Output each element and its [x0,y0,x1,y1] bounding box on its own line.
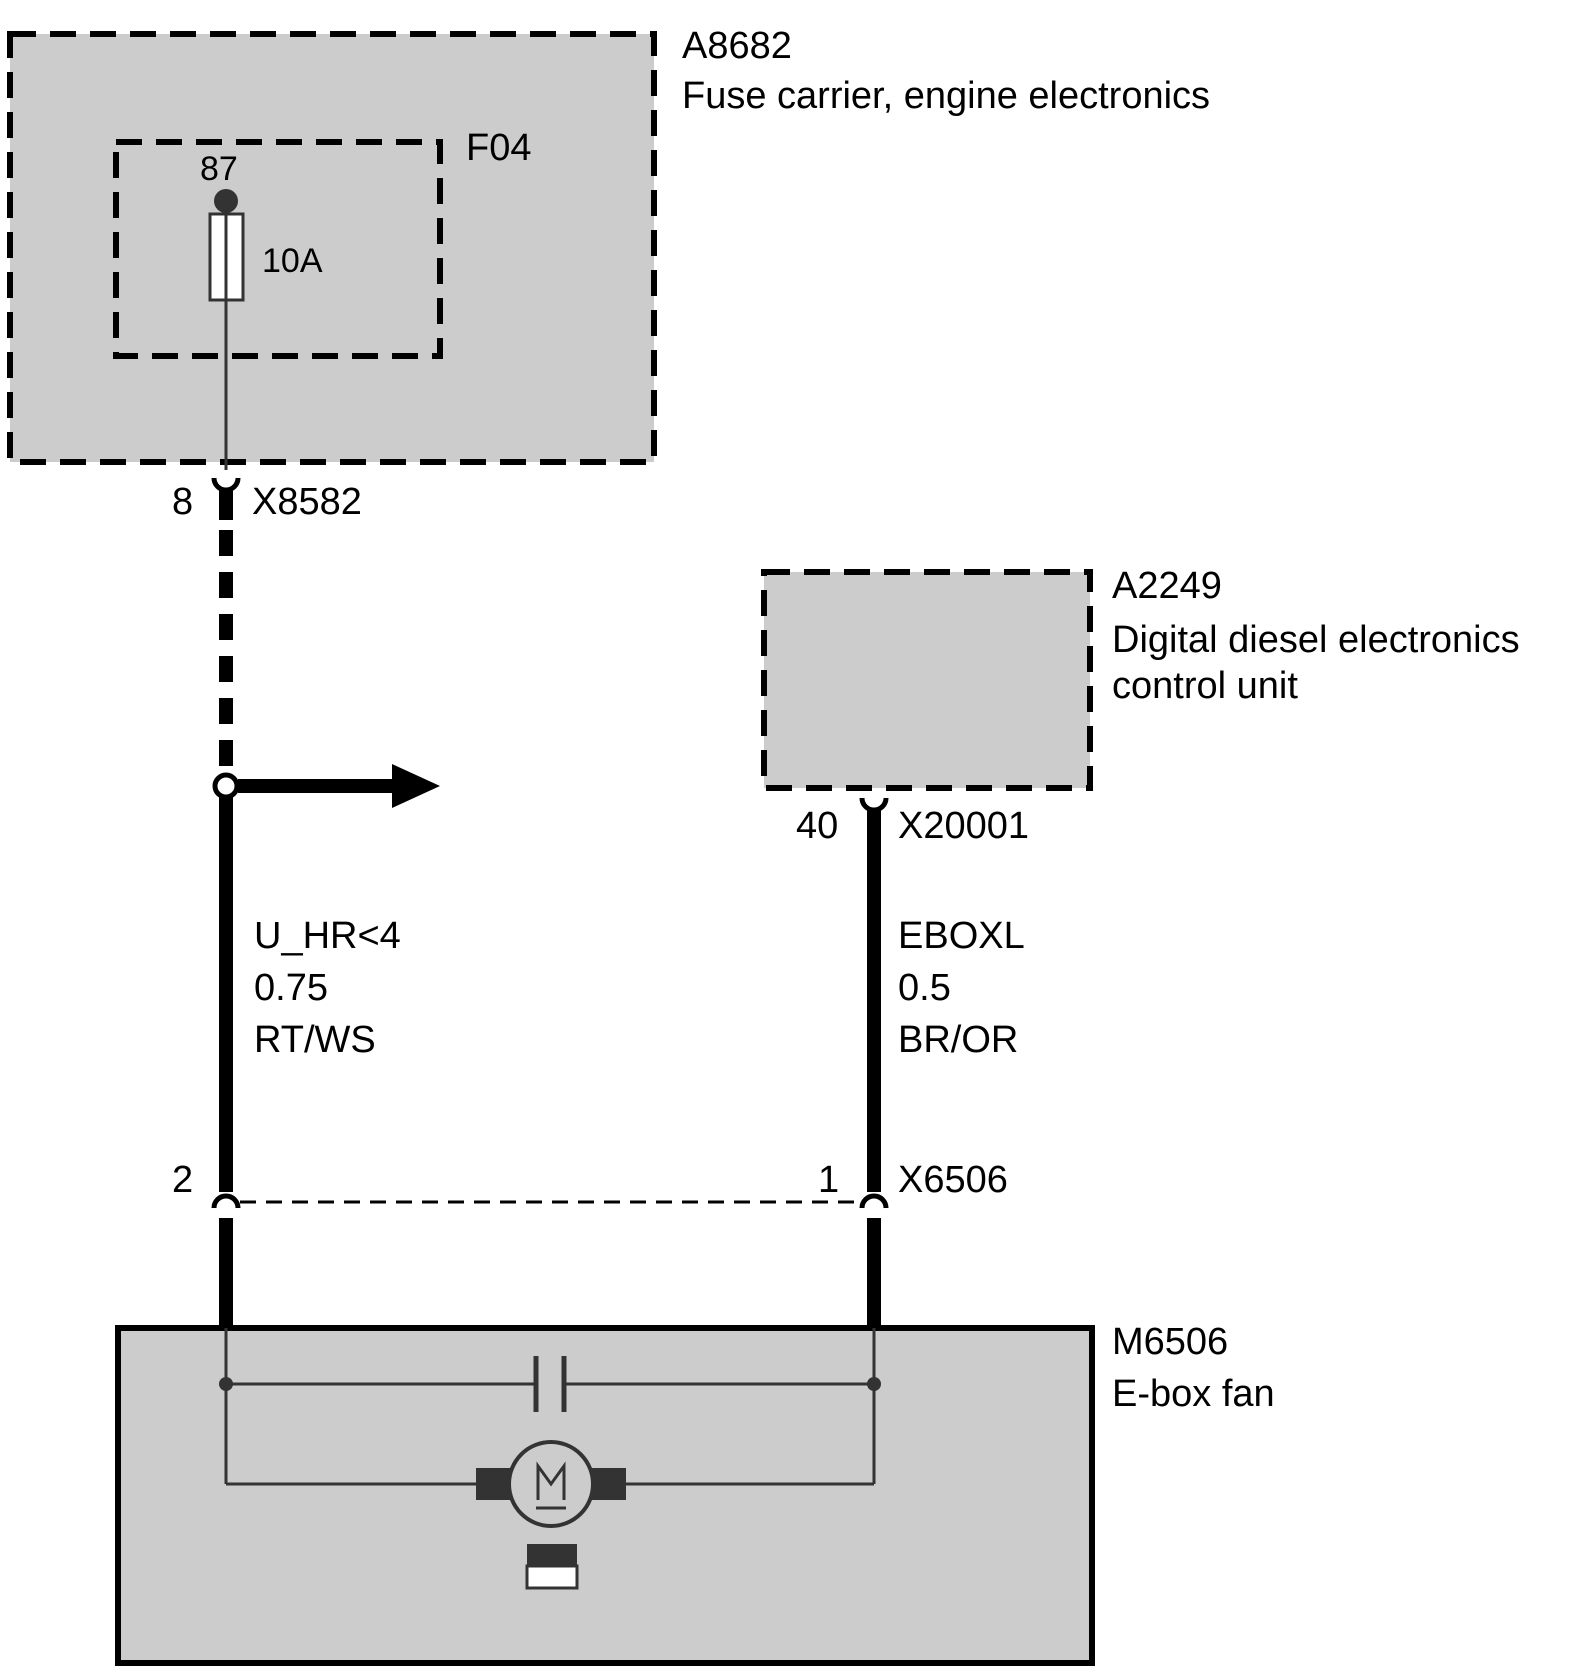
fuse-f04-box [113,139,443,359]
fuse-carrier-component[interactable] [7,31,657,470]
control-unit-name-line2: control unit [1112,665,1298,707]
branch-node-icon [212,772,240,800]
connector-x20001-id: X20001 [898,805,1029,847]
connector-x6506-pin-right: 1 [818,1159,839,1201]
connector-x6506-pin-left: 2 [172,1159,193,1201]
fan-icon-top [527,1544,577,1566]
motor-left-brush [476,1468,510,1500]
fan-icon-bottom [525,1564,579,1590]
fuse-carrier-name: Fuse carrier, engine electronics [682,75,1210,117]
motor-m-symbol [536,1461,566,1500]
connector-x6506-id: X6506 [898,1159,1008,1201]
connector-x6506-left-socket-icon [211,1193,241,1209]
wire-right-size: 0.5 [898,967,951,1009]
fan-id: M6506 [1112,1321,1228,1363]
fuse-id: F04 [466,127,531,169]
motor-right-brush [592,1468,626,1500]
connector-x6506-right-socket-icon [859,1193,889,1209]
fan-name: E-box fan [1112,1373,1275,1415]
fuse-pin-label: 87 [200,150,238,188]
fuse-carrier-id: A8682 [682,25,792,67]
wire-right-signal: EBOXL [898,915,1025,957]
connector-x8582-id: X8582 [252,481,362,523]
wire-left-signal: U_HR<4 [254,915,401,957]
fuse-carrier-box [7,31,657,465]
connector-x8582-pin: 8 [172,481,193,523]
fuse-rating: 10A [262,242,323,280]
control-unit-box[interactable] [761,569,1093,791]
connector-x20001-pin: 40 [796,805,838,847]
connector-x8582[interactable] [211,477,241,520]
connector-x6506[interactable] [211,1193,889,1209]
fan-component[interactable] [115,1325,1095,1666]
wire-left-size: 0.75 [254,967,328,1009]
wire-right-color: BR/OR [898,1019,1018,1061]
branch-point[interactable] [212,764,440,808]
control-unit-name-line1: Digital diesel electronics [1112,619,1520,661]
control-unit-id: A2249 [1112,565,1222,607]
branch-arrow-icon [392,764,440,808]
wire-left-color: RT/WS [254,1019,376,1061]
